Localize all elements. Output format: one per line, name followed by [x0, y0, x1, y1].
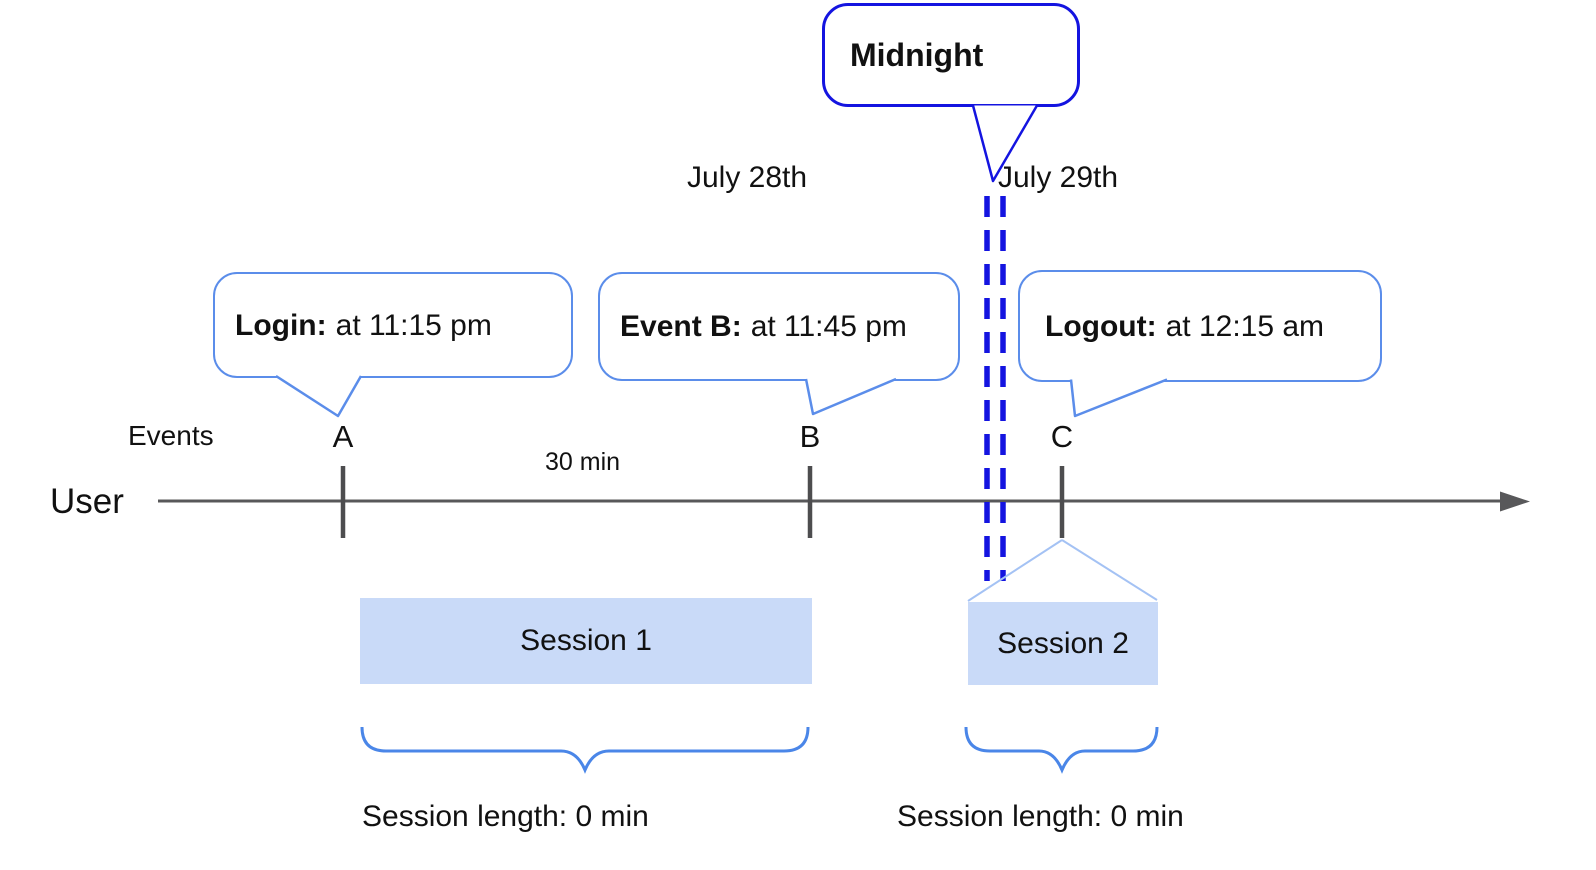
session2-projection-line-right — [1061, 539, 1158, 601]
date-july-29: July 29th — [998, 161, 1119, 194]
session1-length-label: Session length: 0 min — [362, 800, 649, 833]
logout-detail: at 12:15 am — [1165, 309, 1325, 343]
session2-box: Session 2 — [968, 602, 1158, 685]
session1-box: Session 1 — [360, 598, 812, 684]
login-callout-tail — [275, 374, 363, 418]
midnight-callout: Midnight — [822, 3, 1080, 107]
event-marker-c: C — [1050, 419, 1074, 454]
event-b-callout: Event B: at 11:45 pm — [598, 272, 960, 381]
event-b-callout-tail — [804, 377, 897, 416]
login-callout: Login: at 11:15 pm — [213, 272, 573, 378]
events-axis-label: Events — [128, 420, 214, 451]
user-axis-label: User — [50, 482, 124, 521]
logout-callout: Logout: at 12:15 am — [1018, 270, 1382, 382]
session2-projection-line-left — [967, 539, 1063, 602]
event-marker-a: A — [332, 419, 354, 454]
midnight-label: Midnight — [850, 36, 984, 73]
event-b-title: Event B: — [620, 310, 742, 343]
interval-label: 30 min — [545, 448, 621, 476]
session1-label: Session 1 — [520, 624, 652, 657]
session2-brace — [964, 726, 1159, 774]
event-marker-b: B — [799, 419, 821, 454]
logout-callout-tail — [1069, 378, 1168, 418]
event-b-detail: at 11:45 pm — [750, 310, 907, 343]
session2-length-label: Session length: 0 min — [897, 800, 1184, 833]
login-detail: at 11:15 pm — [335, 308, 492, 342]
session2-label: Session 2 — [997, 626, 1129, 660]
logout-title: Logout: — [1045, 309, 1157, 343]
date-july-28: July 28th — [687, 161, 808, 194]
login-title: Login: — [235, 308, 327, 342]
session1-brace — [360, 726, 810, 774]
timeline-arrowhead-icon — [1500, 491, 1530, 512]
